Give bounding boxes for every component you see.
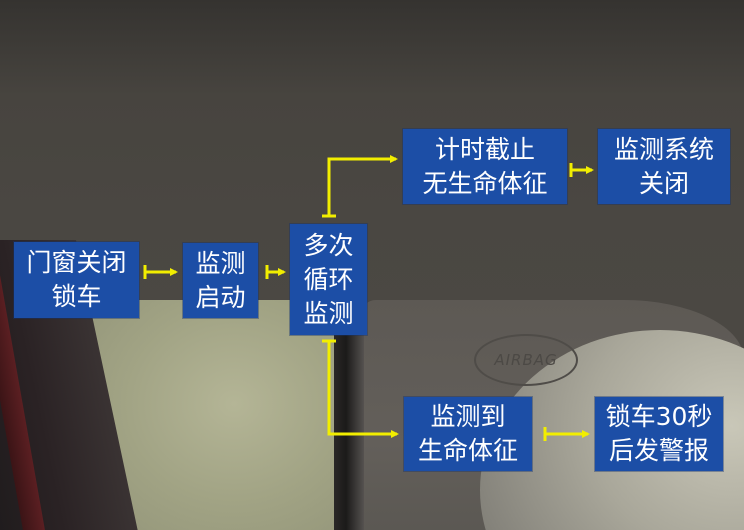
node-line: 锁车 <box>51 282 102 311</box>
airbag-emblem: AIRBAG <box>474 334 578 386</box>
node-line: 循环 <box>303 264 354 294</box>
node-line: 监测 <box>195 248 246 278</box>
arrow-detected-to-alarm <box>543 427 590 441</box>
node-line: 无生命体征 <box>422 168 548 198</box>
node-line: 门窗关闭 <box>26 248 127 277</box>
arrow-start-to-loop <box>265 265 286 279</box>
node-line: 计时截止 <box>434 134 535 164</box>
node-line: 关闭 <box>638 168 689 198</box>
arrow-timeout-to-shutdown <box>569 163 594 177</box>
node-line: 监测系统 <box>613 134 714 164</box>
node-line: 监测 <box>303 298 354 328</box>
node-line: 启动 <box>195 282 246 312</box>
arrow-lock-to-start <box>143 265 178 279</box>
node-monitoring-start: 监测 启动 <box>183 243 258 318</box>
right-pillar-seal <box>334 320 364 530</box>
node-line: 锁车30秒 <box>605 402 713 431</box>
node-alarm-after-30s: 锁车30秒 后发警报 <box>595 397 723 471</box>
node-vital-signs-detected: 监测到 生命体征 <box>404 397 532 471</box>
arrow-loop-to-timeout <box>322 155 398 218</box>
node-door-window-closed-lock: 门窗关闭 锁车 <box>14 242 139 318</box>
node-timeout-no-vital-signs: 计时截止 无生命体征 <box>403 129 567 204</box>
node-line: 生命体征 <box>417 436 518 465</box>
node-monitoring-system-off: 监测系统 关闭 <box>598 129 730 204</box>
node-repeated-loop-monitoring: 多次 循环 监测 <box>290 224 367 335</box>
node-line: 后发警报 <box>608 436 709 465</box>
node-line: 多次 <box>303 230 354 260</box>
arrow-loop-to-detected <box>322 339 399 438</box>
node-line: 监测到 <box>430 402 506 431</box>
